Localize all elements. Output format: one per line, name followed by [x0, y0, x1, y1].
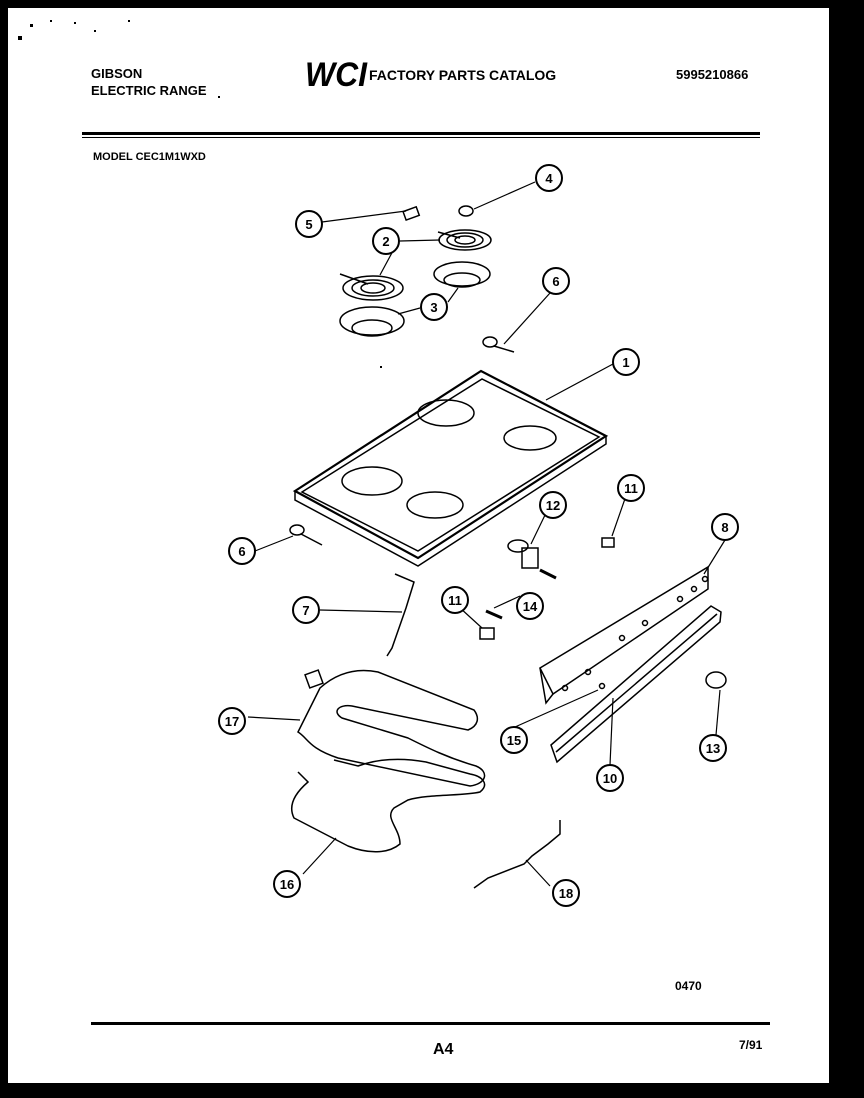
callout-11-upper: 11 [617, 474, 645, 502]
svg-text:8: 8 [721, 520, 728, 535]
part-11-switch-upper [601, 537, 615, 548]
callouts: 1 2 3 4 5 6 6 7 8 10 11 11 12 13 14 15 1… [218, 164, 739, 907]
callout-5: 5 [295, 210, 323, 238]
callout-17: 17 [218, 707, 246, 735]
document-number: 5995210866 [676, 67, 749, 82]
svg-text:11: 11 [448, 593, 462, 608]
part-surface-elements [339, 229, 492, 301]
date-code: 7/91 [739, 1038, 763, 1052]
svg-text:1: 1 [622, 355, 629, 370]
part-12-infinite-switch [507, 539, 539, 569]
svg-text:6: 6 [238, 544, 245, 559]
drawing-code: 0470 [675, 979, 702, 993]
product-type: ELECTRIC RANGE [91, 83, 207, 98]
header-rule-thin [82, 137, 760, 138]
part-13-thermostat [705, 671, 727, 689]
part-4-insulator [458, 205, 474, 217]
model-label: MODEL CEC1M1WXD [93, 151, 206, 163]
part-16-bake-element [290, 758, 486, 853]
svg-text:16: 16 [280, 877, 294, 892]
part-drip-bowls [339, 261, 491, 337]
svg-text:11: 11 [624, 481, 638, 496]
footer-rule [91, 1022, 770, 1025]
callout-11-lower: 11 [441, 586, 469, 614]
part-15-screw [598, 682, 606, 690]
svg-text:17: 17 [225, 714, 239, 729]
callout-13: 13 [699, 734, 727, 762]
part-18-wire [473, 820, 561, 889]
svg-text:13: 13 [706, 741, 720, 756]
svg-text:5: 5 [305, 217, 312, 232]
svg-text:10: 10 [603, 771, 617, 786]
callout-16: 16 [273, 870, 301, 898]
leader-lines [247, 181, 726, 887]
callout-15: 15 [500, 726, 528, 754]
callout-8: 8 [711, 513, 739, 541]
part-11-switch-lower [479, 627, 495, 640]
part-14-pilot-light [539, 568, 557, 580]
svg-text:14: 14 [523, 599, 538, 614]
part-8-control-panel [539, 565, 709, 705]
part-17-broil-element [297, 669, 486, 787]
header-rule-thick [82, 132, 760, 135]
part-14-pilot-light-b [485, 609, 503, 620]
svg-text:7: 7 [302, 603, 309, 618]
brand-name: GIBSON [91, 66, 143, 81]
callout-2: 2 [372, 227, 400, 255]
callout-4: 4 [535, 164, 563, 192]
part-cooktop-frame [292, 369, 609, 567]
scan-speckles [18, 20, 382, 368]
svg-text:6: 6 [552, 274, 559, 289]
callout-6-upper: 6 [542, 267, 570, 295]
part-6-bracket-lower [289, 524, 323, 546]
catalog-title: FACTORY PARTS CATALOG [369, 67, 557, 83]
callout-10: 10 [596, 764, 624, 792]
part-7-wire [386, 573, 415, 657]
svg-text:12: 12 [546, 498, 560, 513]
callout-18: 18 [552, 879, 580, 907]
callout-3: 3 [420, 293, 448, 321]
callout-6-lower: 6 [228, 537, 256, 565]
svg-text:3: 3 [430, 300, 437, 315]
callout-12: 12 [539, 491, 567, 519]
svg-text:4: 4 [545, 171, 553, 186]
callout-7: 7 [292, 596, 320, 624]
logo-text: WCI [305, 56, 368, 94]
part-6-bracket-upper [482, 336, 515, 353]
page-code: A4 [433, 1041, 454, 1058]
part-5-terminal-block [402, 205, 421, 222]
callout-1: 1 [612, 348, 640, 376]
part-10-trim-strip [550, 605, 722, 764]
svg-text:15: 15 [507, 733, 521, 748]
svg-text:18: 18 [559, 886, 573, 901]
svg-text:2: 2 [382, 234, 389, 249]
catalog-sheet: GIBSON ELECTRIC RANGE FACTORY PARTS CATA… [8, 8, 829, 1083]
wci-logo: WCI [305, 56, 368, 94]
exploded-parts-diagram: WCI [18, 20, 770, 1025]
callout-14: 14 [516, 592, 544, 620]
